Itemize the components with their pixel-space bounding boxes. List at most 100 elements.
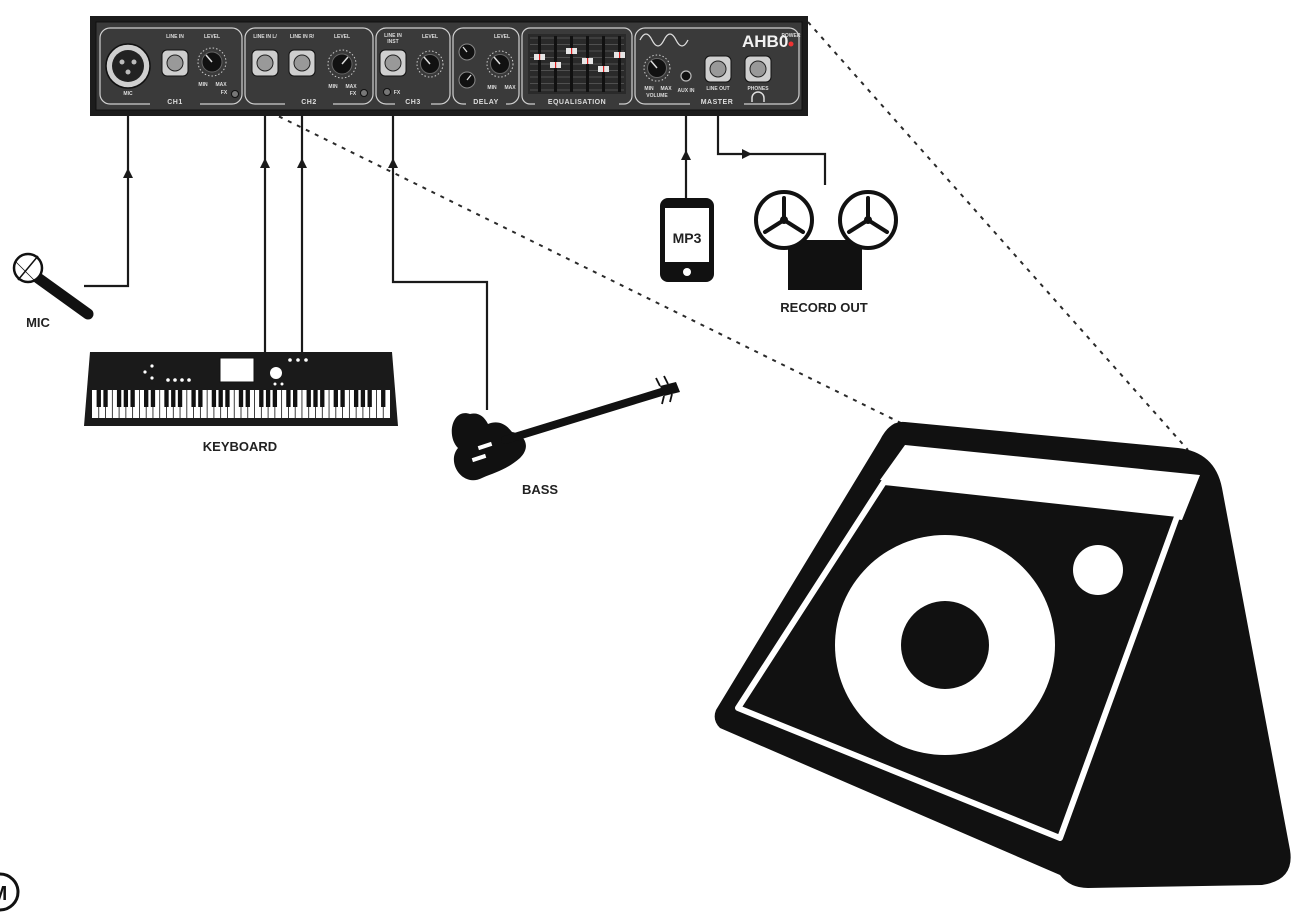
black-key xyxy=(293,390,298,407)
amplifier-cabinet-icon xyxy=(714,421,1291,888)
mixer-panel: CH1 CH2 CH3 DELAY EQUALISATION MASTER MI… xyxy=(90,16,808,116)
brand-logo: AHB0 xyxy=(742,32,788,51)
aux-in-jack[interactable] xyxy=(680,70,692,82)
mp3-cable-arrow xyxy=(681,150,691,160)
black-key xyxy=(130,390,135,407)
keyboard-cable-left-arrow xyxy=(260,158,270,168)
eq-slider-4[interactable] xyxy=(582,36,593,92)
delay-level-label: LEVEL xyxy=(494,34,510,40)
black-key xyxy=(96,390,101,407)
ch2-level-knob[interactable] xyxy=(327,49,357,79)
bass-guitar-icon xyxy=(451,375,680,481)
record-cable xyxy=(716,116,827,185)
eq-slider-2[interactable] xyxy=(550,36,561,92)
record-out-label: RECORD OUT xyxy=(780,300,867,315)
black-key xyxy=(340,390,345,407)
ch3-inst-label: INST xyxy=(387,39,398,45)
black-key xyxy=(150,390,156,407)
black-key xyxy=(333,390,338,407)
keyboard-icon xyxy=(84,352,398,426)
black-key xyxy=(218,390,223,407)
black-key xyxy=(353,390,359,407)
section-ch2-label: CH2 xyxy=(301,99,317,106)
ch2-min-label: MIN xyxy=(328,84,338,90)
ch2-line-in-l-jack[interactable] xyxy=(251,49,279,77)
ch1-max-label: MAX xyxy=(215,82,227,88)
black-key xyxy=(238,390,244,407)
eq-scale-lines xyxy=(530,37,624,91)
ch3-fx-button[interactable] xyxy=(383,88,391,96)
ch3-level-knob[interactable] xyxy=(416,50,444,78)
headphones-icon xyxy=(751,91,765,102)
ch1-mic-xlr-jack[interactable] xyxy=(105,43,151,89)
ch1-mic-label: MIC xyxy=(123,91,133,97)
eq-slider-1[interactable] xyxy=(534,36,545,92)
delay-time-knob[interactable] xyxy=(458,43,476,61)
mic-cable-arrow xyxy=(123,168,133,178)
keyboard-keys xyxy=(96,390,386,418)
ch1-line-label: LINE IN xyxy=(166,34,184,40)
master-volume-label: VOLUME xyxy=(646,93,668,99)
section-delay-label: DELAY xyxy=(473,99,499,106)
ch3-line-in-jack[interactable] xyxy=(379,49,407,77)
ch3-line-label: LINE IN xyxy=(384,33,402,39)
black-key xyxy=(381,390,386,407)
ch1-level-label: LEVEL xyxy=(204,34,220,40)
brand-corner-logo-text: M xyxy=(0,883,7,905)
ch3-fx-label: FX xyxy=(394,90,401,96)
section-ch1-label: CH1 xyxy=(167,99,183,106)
ch2-fx-button[interactable] xyxy=(360,89,368,97)
record-cable-arrow xyxy=(742,149,752,159)
black-key xyxy=(306,390,311,407)
delay-min-label: MIN xyxy=(487,85,497,91)
phones-label: PHONES xyxy=(747,86,769,92)
power-led xyxy=(788,41,794,47)
black-key xyxy=(265,390,271,407)
black-key xyxy=(116,390,122,407)
eq-slider-5[interactable] xyxy=(598,36,609,92)
line-out-jack[interactable] xyxy=(704,55,732,83)
black-key xyxy=(272,390,278,407)
eq-slider-6[interactable] xyxy=(614,36,625,92)
black-key xyxy=(198,390,203,407)
black-key xyxy=(225,390,230,407)
black-key xyxy=(313,390,318,407)
mp3-player-icon xyxy=(660,198,714,282)
section-master-label: MASTER xyxy=(701,99,734,106)
phones-jack[interactable] xyxy=(744,55,772,83)
black-key xyxy=(211,390,217,407)
bass-cable-arrow xyxy=(388,158,398,168)
master-volume-knob[interactable] xyxy=(643,54,671,82)
ch1-min-label: MIN xyxy=(198,82,208,88)
black-key xyxy=(123,390,129,407)
delay-level-knob[interactable] xyxy=(486,50,514,78)
brand-corner-logo: M xyxy=(0,872,20,912)
ch3-level-label: LEVEL xyxy=(422,34,438,40)
black-key xyxy=(286,390,291,407)
black-key xyxy=(259,390,264,407)
black-key xyxy=(245,390,250,407)
eq-slider-3[interactable] xyxy=(566,36,577,92)
ch2-level-label: LEVEL xyxy=(334,34,350,40)
eq-sliders xyxy=(528,34,626,94)
black-key xyxy=(191,390,196,407)
section-ch3-label: CH3 xyxy=(405,99,421,106)
black-key xyxy=(164,390,169,407)
ch1-level-knob[interactable] xyxy=(197,47,227,77)
master-min-label: MIN xyxy=(644,86,654,92)
ch1-line-in-jack[interactable] xyxy=(161,49,189,77)
delay-max-label: MAX xyxy=(504,85,516,91)
ch1-fx-button[interactable] xyxy=(231,90,239,98)
power-label: POWER xyxy=(782,33,801,39)
microphone-icon xyxy=(12,252,94,320)
black-key xyxy=(360,390,366,407)
ch2-line-in-r-jack[interactable] xyxy=(288,49,316,77)
ch2-max-label: MAX xyxy=(345,84,357,90)
mic-label: MIC xyxy=(26,315,50,330)
delay-feedback-knob[interactable] xyxy=(458,71,476,89)
brand-wave-icon xyxy=(639,33,689,47)
black-key xyxy=(177,390,183,407)
black-key xyxy=(320,390,325,407)
aux-in-label: AUX IN xyxy=(678,88,695,94)
bass-label: BASS xyxy=(522,482,558,497)
